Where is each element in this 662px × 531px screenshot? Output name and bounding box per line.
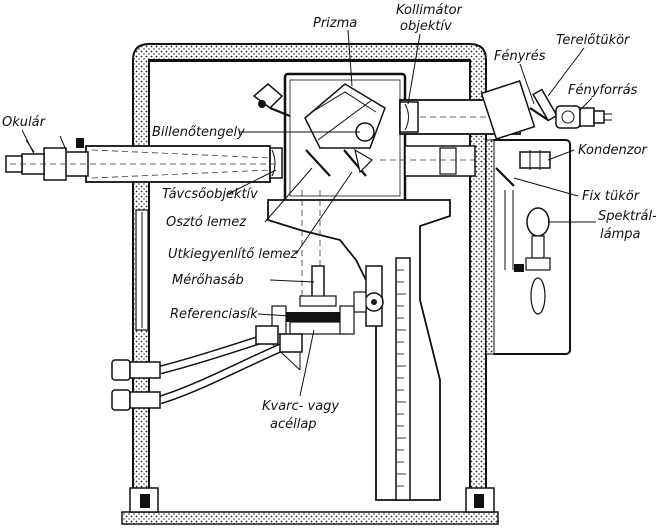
labels: Prizma Kollimátor objektív Fényrés Terel… bbox=[2, 3, 657, 432]
label-fix-tukor: Fix tükör bbox=[582, 189, 641, 204]
leader-lines bbox=[21, 29, 596, 397]
label-prizma: Prizma bbox=[313, 16, 357, 31]
deflecting-mirror bbox=[532, 88, 558, 122]
reference-plate bbox=[282, 312, 354, 322]
collimator-tube bbox=[399, 80, 612, 140]
side-window bbox=[135, 209, 149, 331]
fixed-mirror bbox=[495, 167, 515, 187]
spectral-lamp-housing bbox=[489, 139, 571, 355]
label-fenyforras: Fényforrás bbox=[568, 83, 638, 98]
label-kondenzor: Kondenzor bbox=[578, 143, 649, 158]
control-knobs bbox=[111, 325, 303, 411]
label-kollimator-2: objektív bbox=[400, 19, 452, 34]
base-plate bbox=[121, 487, 499, 525]
condenser-icon bbox=[519, 151, 551, 169]
spectral-lamp-bulb bbox=[526, 207, 550, 237]
right-optics bbox=[380, 139, 571, 355]
beam-splitter-plate bbox=[305, 149, 331, 177]
height-scale bbox=[395, 257, 411, 501]
telescope-tube bbox=[5, 135, 280, 183]
label-merohasab: Mérőhasáb bbox=[172, 273, 244, 288]
label-referenciasik: Referenciasík bbox=[170, 307, 258, 322]
label-kvarc-1: Kvarc- vagy bbox=[262, 399, 339, 414]
compensator-plate bbox=[343, 149, 367, 177]
label-oszto-lemez: Osztó lemez bbox=[166, 215, 247, 230]
label-kollimator-1: Kollimátor bbox=[396, 3, 464, 18]
label-terelotukor: Terelőtükör bbox=[556, 33, 631, 48]
knob-lower-icon bbox=[111, 389, 131, 411]
measuring-table bbox=[267, 190, 355, 371]
label-tavcsoobjektiv: Távcsőobjektív bbox=[162, 187, 258, 202]
knob-upper-icon bbox=[111, 359, 131, 381]
label-kvarc-2: acéllap bbox=[270, 417, 317, 432]
prism-housing bbox=[252, 72, 407, 204]
slit-icon bbox=[529, 107, 549, 121]
scale-ticks bbox=[396, 269, 406, 487]
label-okular: Okulár bbox=[2, 115, 47, 130]
label-spektral-1: Spektrál- bbox=[598, 209, 657, 224]
stand-column bbox=[267, 199, 451, 501]
label-utkiegyenlito: Utkiegyenlítő lemez bbox=[168, 247, 299, 262]
label-spektral-2: lámpa bbox=[600, 227, 640, 242]
label-billenotengely: Billenőtengely bbox=[152, 125, 245, 140]
label-fenyres: Fényrés bbox=[494, 49, 546, 64]
